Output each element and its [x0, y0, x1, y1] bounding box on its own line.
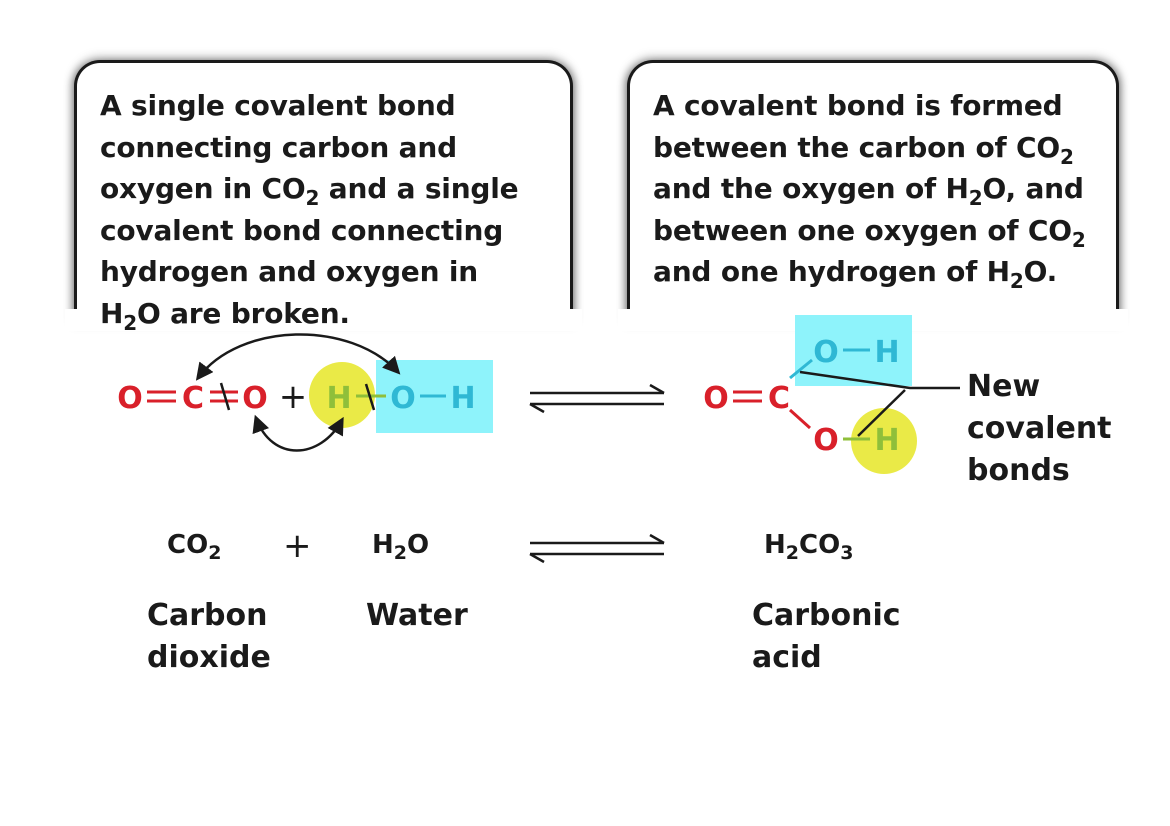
- formula-h2o: H2O: [372, 530, 430, 564]
- new-bond-leaders: [799, 370, 960, 437]
- name-water: Water: [366, 598, 468, 633]
- broken-bonds-text: A single covalent bond connecting carbon…: [100, 89, 519, 335]
- atom-o: O: [813, 423, 839, 458]
- atom-h: H: [450, 381, 475, 416]
- formula-h2co3: H2CO3: [764, 530, 854, 564]
- co2-structure: O C O: [117, 381, 268, 416]
- atom-h: H: [874, 335, 899, 370]
- equilibrium-arrow-structures: [529, 383, 665, 414]
- break-mark-co2: [219, 382, 231, 411]
- formed-bonds-text: A covalent bond is formed between the ca…: [653, 89, 1086, 293]
- explanation-box-formed-bonds: A covalent bond is formed between the ca…: [618, 60, 1128, 331]
- reactants-plus: +: [279, 377, 308, 417]
- atom-c: C: [182, 381, 204, 416]
- explanation-box-broken-bonds: A single covalent bond connecting carbon…: [65, 60, 582, 333]
- formula-plus: +: [283, 526, 312, 566]
- arrow-o-to-h: [252, 414, 344, 452]
- arrow-c-to-o: [195, 333, 401, 381]
- atom-o: O: [242, 381, 268, 416]
- break-mark-h2o: [364, 383, 376, 411]
- atom-h: H: [874, 423, 899, 458]
- new-covalent-bonds-label: New covalent bonds: [967, 369, 1112, 488]
- product-bonds: [733, 390, 812, 430]
- product-structure: O C O O H H: [703, 335, 899, 458]
- atom-o: O: [117, 381, 143, 416]
- atom-o: O: [703, 381, 729, 416]
- product-c-o-bond: [789, 358, 813, 380]
- formula-co2: CO2: [167, 530, 222, 564]
- atom-o: O: [813, 335, 839, 370]
- product-hydrogen-highlight: [851, 408, 917, 474]
- atom-c: C: [768, 381, 790, 416]
- h2o-structure: H O H: [326, 381, 475, 416]
- atom-h: H: [326, 381, 351, 416]
- equilibrium-arrow-formulas: [529, 533, 665, 564]
- atom-o: O: [390, 381, 416, 416]
